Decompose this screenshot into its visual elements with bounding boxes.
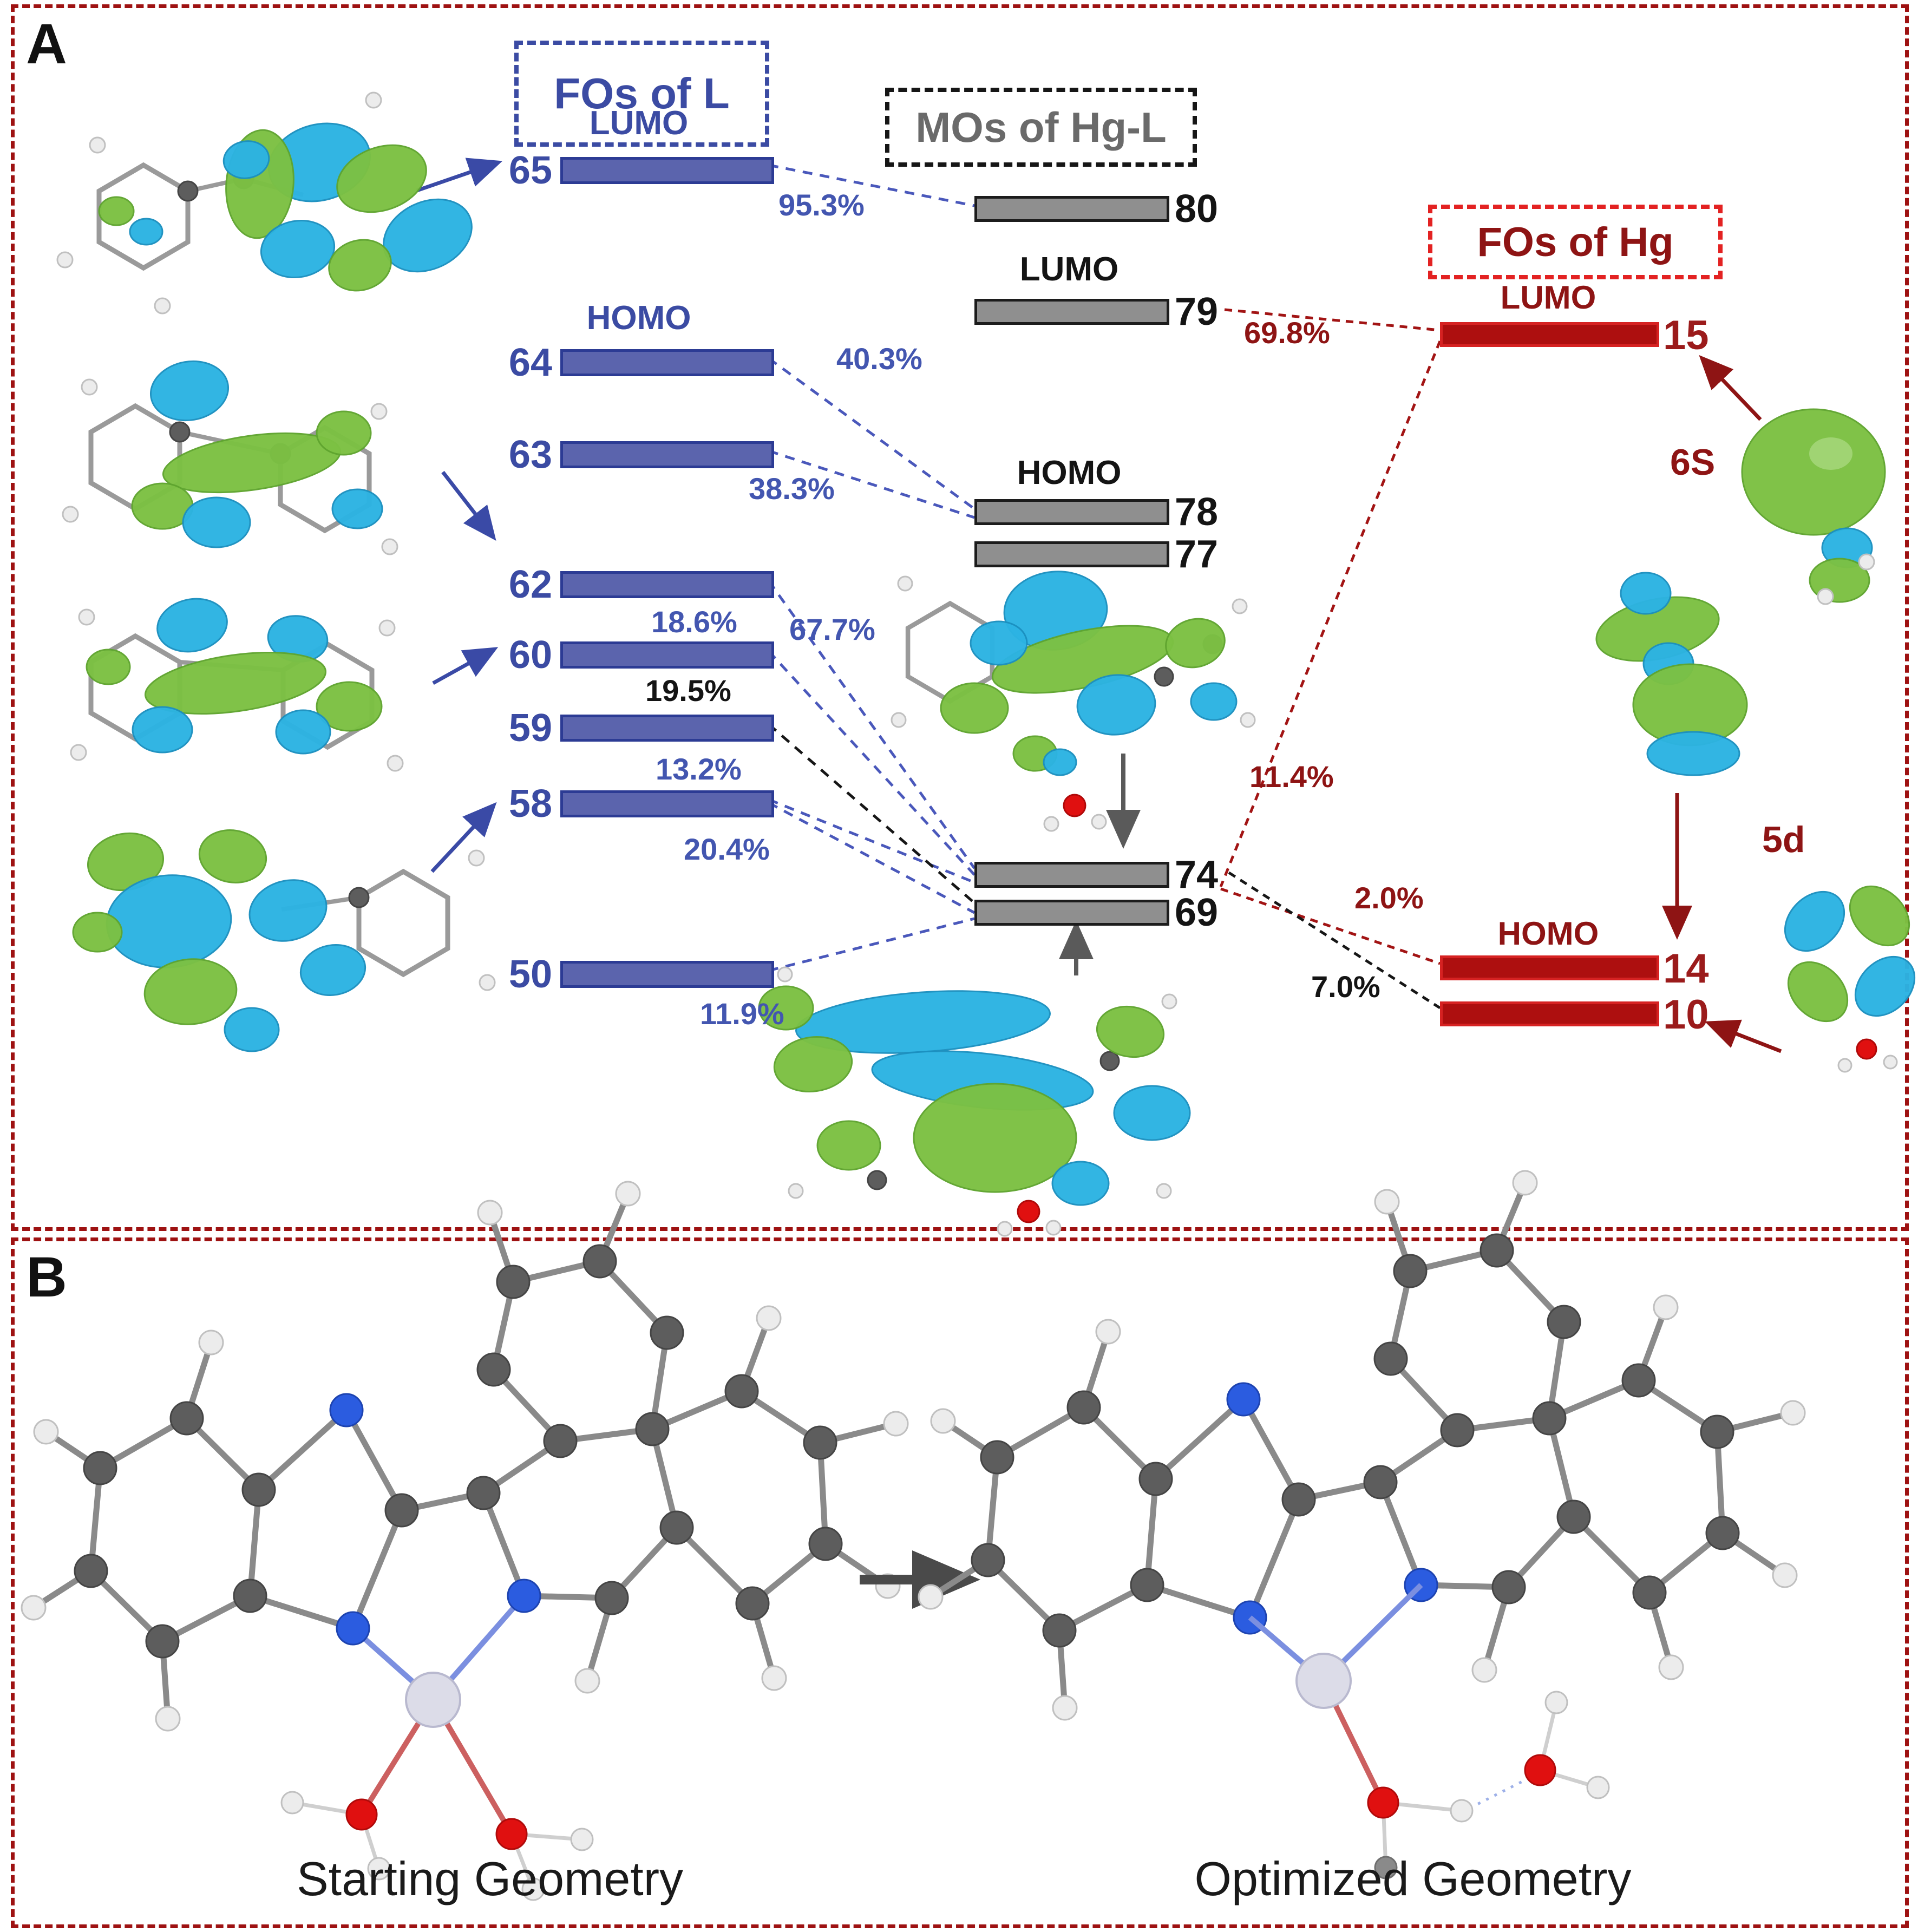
pct-18-6: 18.6% — [651, 605, 737, 639]
gray-transfer-arrows — [1059, 754, 1141, 975]
pct-11-4: 11.4% — [1249, 759, 1334, 794]
ligand-title-box: FOs of L — [514, 41, 769, 147]
ligand-lumo-isosurface — [56, 91, 473, 315]
complex-homo-label: HOMO — [1017, 454, 1122, 492]
blue-pointer-arrows — [416, 158, 503, 873]
pct-13-2: 13.2% — [656, 752, 742, 786]
level-num-c-80: 80 — [1175, 187, 1219, 231]
complex-lumo-label: LUMO — [1019, 251, 1119, 288]
ligand-mo60-isosurface — [70, 598, 404, 772]
complex-mo69-isosurface — [758, 966, 1191, 1237]
ligand-lumo-label: LUMO — [589, 104, 689, 142]
pct-19-5: 19.5% — [645, 673, 731, 708]
panel-b-label: B — [26, 1246, 67, 1309]
pct-38-3: 38.3% — [749, 471, 835, 506]
level-bar-hg-15 — [1440, 322, 1659, 347]
level-bar-c-80 — [974, 196, 1169, 222]
optimized-geometry-structure — [918, 1170, 1806, 1879]
ligand-mo58-isosurface — [72, 829, 496, 1052]
level-num-hg-14: 14 — [1663, 946, 1709, 992]
ligand-to-complex-connectors — [767, 163, 976, 972]
level-bar-l-64 — [560, 349, 774, 376]
level-bar-l-60 — [560, 641, 774, 669]
starting-geometry-structure — [21, 1181, 909, 1901]
starting-geometry-caption: Starting Geometry — [296, 1852, 684, 1905]
mercury-connectors — [1219, 308, 1442, 965]
mercury-title-box: FOs of Hg — [1428, 205, 1723, 279]
pct-2-0: 2.0% — [1354, 881, 1424, 915]
level-bar-l-58 — [560, 790, 774, 817]
pct-95-3: 95.3% — [778, 188, 865, 222]
red-orbital-arrows — [1662, 355, 1782, 1053]
level-bar-c-69 — [974, 900, 1169, 926]
level-num-hg-15: 15 — [1663, 312, 1709, 358]
mercury-homo-label: HOMO — [1497, 915, 1599, 952]
pct-69-8: 69.8% — [1244, 316, 1330, 350]
level-num-c-79: 79 — [1175, 290, 1219, 333]
orbital-5d-label: 5d — [1762, 819, 1805, 860]
level-num-l-50: 50 — [508, 953, 552, 996]
level-bar-c-74 — [974, 862, 1169, 888]
hg-atom-left — [405, 1672, 461, 1728]
level-num-c-69: 69 — [1175, 891, 1219, 934]
ligand-homo-isosurface — [62, 360, 398, 555]
complex-mo74-isosurface — [891, 571, 1256, 832]
connector-59-black — [768, 723, 976, 904]
pct-11-9: 11.9% — [700, 997, 784, 1031]
level-bar-c-78 — [974, 499, 1169, 525]
pct-7-0: 7.0% — [1311, 970, 1380, 1004]
level-num-l-58: 58 — [508, 782, 552, 826]
pct-20-4: 20.4% — [684, 832, 770, 866]
level-num-l-64: 64 — [508, 341, 552, 384]
level-bar-l-63 — [560, 441, 774, 468]
level-num-l-59: 59 — [508, 706, 552, 750]
level-bar-l-62 — [560, 571, 774, 598]
level-num-c-78: 78 — [1175, 490, 1219, 534]
level-num-c-77: 77 — [1175, 533, 1219, 576]
mercury-5d-isosurfaces — [1595, 572, 1916, 1073]
level-bar-c-77 — [974, 541, 1169, 567]
level-num-l-65: 65 — [508, 149, 552, 192]
hg-atom-right — [1295, 1653, 1352, 1709]
panel-a-label: A — [26, 12, 67, 76]
level-num-hg-10: 10 — [1663, 992, 1709, 1038]
complex-title-box: MOs of Hg-L — [885, 88, 1197, 167]
connector-74-to-10-black — [1228, 871, 1441, 1010]
pct-67-7: 67.7% — [789, 612, 875, 646]
orbital-6s-label: 6S — [1670, 442, 1716, 483]
level-num-l-60: 60 — [508, 633, 552, 677]
level-num-c-74: 74 — [1175, 853, 1219, 896]
level-bar-l-50 — [560, 961, 774, 988]
level-bar-hg-14 — [1440, 955, 1659, 980]
ligand-homo-label: HOMO — [586, 299, 691, 337]
level-num-l-63: 63 — [508, 433, 552, 476]
optimized-geometry-caption: Optimized Geometry — [1194, 1852, 1632, 1905]
level-bar-c-79 — [974, 299, 1169, 325]
mercury-6s-isosurface — [1741, 408, 1886, 605]
level-num-l-62: 62 — [508, 563, 552, 606]
mercury-lumo-label: LUMO — [1500, 279, 1596, 316]
pct-40-3: 40.3% — [836, 342, 922, 376]
level-bar-l-59 — [560, 715, 774, 742]
level-bar-l-65 — [560, 157, 774, 184]
level-bar-hg-10 — [1440, 1001, 1659, 1026]
